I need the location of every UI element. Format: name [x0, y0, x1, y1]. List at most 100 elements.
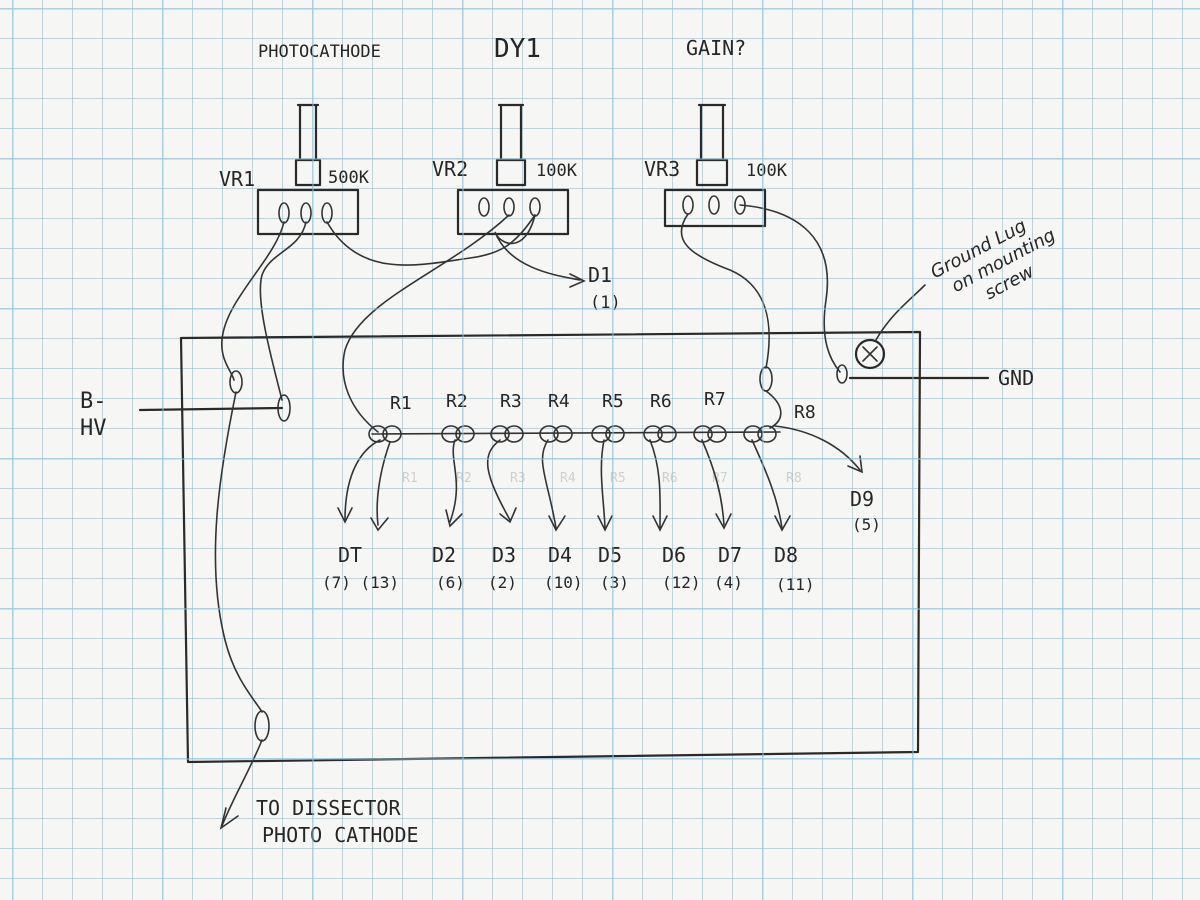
d2-wire — [449, 439, 458, 523]
resistor-4-coil-1 — [539, 425, 559, 443]
d4-arrow — [548, 515, 566, 532]
d2-label: D2 — [432, 543, 456, 567]
bhv-label-line1: B- — [80, 389, 107, 414]
d7-wire — [701, 439, 725, 526]
ghost-r1: R1 — [402, 471, 418, 486]
chassis-terminal-top — [229, 370, 243, 394]
resistor-2-coil-1 — [441, 425, 461, 443]
resistor-8-coil-2 — [757, 425, 777, 443]
r7-label: R7 — [704, 389, 726, 410]
vr1-to-chassis-wire — [221, 221, 285, 381]
d5-wire — [600, 439, 606, 529]
d3-label: D3 — [492, 543, 516, 567]
chassis-terminal-bottom — [254, 710, 270, 742]
ghost-r2: R2 — [456, 471, 472, 486]
footer-line2: PHOTO CATHODE — [262, 823, 419, 847]
footer-line1: TO DISSECTOR — [256, 796, 401, 820]
vr3-label: VR3 — [644, 157, 680, 181]
resistor-6-coil-1 — [643, 425, 663, 443]
r6-label: R6 — [650, 391, 672, 412]
d9-arrow — [847, 455, 863, 474]
r8-wire — [765, 390, 782, 429]
dissector-feed-wire — [214, 391, 263, 713]
gain-header: GAIN? — [686, 36, 746, 60]
vr1-value: 500K — [328, 168, 370, 188]
dissector-exit-wire — [221, 739, 263, 827]
output-wires — [337, 425, 863, 532]
ground-lug-note: Ground Lug on mounting screw — [927, 215, 1059, 304]
bhv-terminal — [277, 394, 291, 422]
resistor-3-coil-2 — [504, 425, 524, 443]
ground-lug-cross — [862, 346, 878, 362]
resistor-1-coil-1 — [368, 425, 388, 443]
vr1-to-vr2-wire — [326, 214, 536, 266]
d9-label: D9 — [850, 487, 874, 511]
d5-arrow — [597, 515, 613, 532]
resistor-markers — [368, 425, 777, 443]
d1-pin: (1) — [590, 293, 621, 313]
ground-lug-terminal — [836, 364, 848, 384]
d8-label: D8 — [774, 543, 798, 567]
resistor-7-coil-1 — [693, 425, 713, 443]
ghost-r5: R5 — [610, 471, 626, 486]
d7-pin: (4) — [714, 573, 743, 592]
ghost-r8: R8 — [786, 471, 802, 486]
resistor-labels: R1 R2 R3 R4 R5 R6 R7 R8 — [390, 389, 816, 423]
vr1-shaft — [294, 103, 322, 187]
resistor-3-coil-1 — [490, 425, 510, 443]
d8-wire — [751, 439, 783, 529]
r3-label: R3 — [500, 391, 522, 412]
d3-pin: (2) — [488, 573, 517, 592]
photocathode-header: PHOTOCATHODE — [258, 42, 381, 62]
vr3-body — [663, 188, 767, 228]
resistor-1-coil-2 — [382, 425, 402, 443]
vr1-label: VR1 — [219, 167, 255, 191]
vr1-body — [256, 188, 360, 236]
d4-pin: (10) — [544, 573, 583, 592]
bhv-line — [138, 406, 284, 412]
ground-lug-screw — [854, 338, 886, 370]
vr3-shaft — [695, 103, 729, 187]
ghost-r4: R4 — [560, 471, 576, 486]
ghost-r3: R3 — [510, 471, 526, 486]
vr3-to-ground-wire — [739, 204, 841, 373]
dissector-arrow — [219, 807, 239, 830]
vr1-terminals — [278, 202, 333, 224]
vr3-terminals — [682, 195, 746, 215]
ghost-r7: R7 — [712, 471, 728, 486]
dt-pin: (7) (13) — [322, 573, 399, 592]
d4-label: D4 — [548, 543, 572, 567]
ground-lug-leader — [875, 284, 926, 341]
d8-pin: (11) — [776, 575, 815, 594]
r8-label: R8 — [794, 402, 816, 423]
d9-wire — [774, 425, 861, 471]
ghost-labels: R1 R2 R3 R4 R5 R6 R7 R8 — [402, 471, 802, 486]
resistor-5-coil-1 — [591, 425, 611, 443]
d2-arrow — [445, 509, 463, 528]
d5-label: D5 — [598, 543, 622, 567]
d4-wire — [541, 439, 557, 529]
d6-arrow — [652, 515, 668, 532]
r8-top-terminal — [759, 366, 773, 392]
gnd-label: GND — [998, 366, 1034, 390]
dt-wire-a — [344, 439, 381, 521]
d9-pin: (5) — [852, 515, 881, 534]
vr2-to-r1-wire — [342, 214, 510, 433]
resistor-6-coil-2 — [657, 425, 677, 443]
resistor-4-coil-2 — [553, 425, 573, 443]
r1-label: R1 — [390, 393, 412, 414]
d7-label: D7 — [718, 543, 742, 567]
vr2-to-d1-wire — [494, 214, 581, 281]
chain-wire — [371, 431, 781, 435]
vr2-terminals — [478, 197, 541, 217]
resistor-2-coil-2 — [455, 425, 475, 443]
bhv-label-line2: HV — [80, 416, 107, 441]
vr2-shaft — [495, 103, 527, 187]
d6-wire — [649, 439, 661, 529]
dt-arrow-a — [337, 507, 353, 524]
dt-arrow-b — [370, 517, 389, 532]
vr2-body — [456, 188, 570, 236]
resistor-8-coil-1 — [743, 425, 763, 443]
